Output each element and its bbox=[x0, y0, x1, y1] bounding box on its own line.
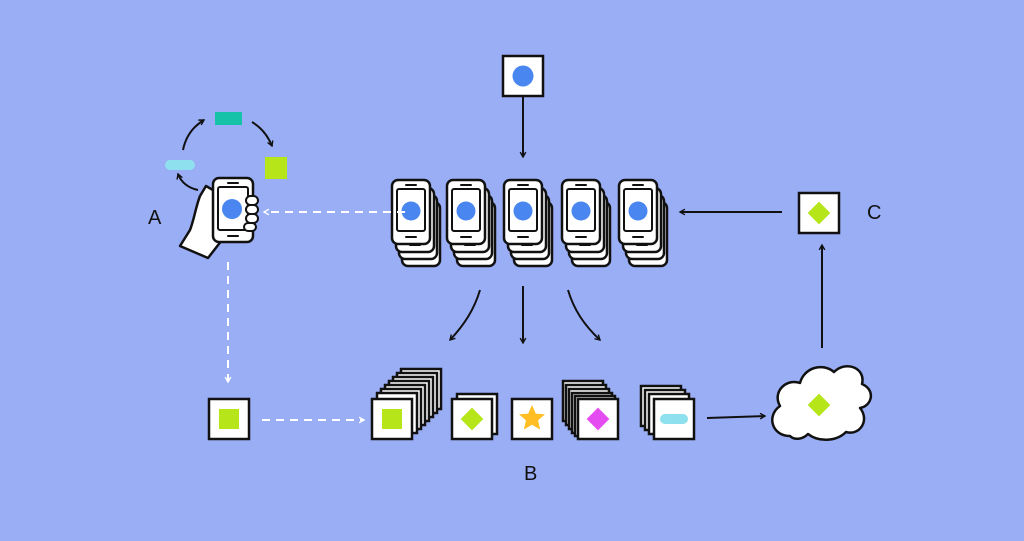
card-c bbox=[797, 191, 841, 235]
phone-stack-icon bbox=[562, 180, 610, 266]
star-icon bbox=[519, 405, 545, 430]
lime-chip bbox=[265, 157, 287, 179]
card-stack-icon bbox=[450, 392, 499, 441]
diamond-icon bbox=[586, 407, 610, 431]
input-card bbox=[501, 54, 545, 98]
phone-in-hand-icon bbox=[178, 176, 259, 260]
phone-stack-icon bbox=[392, 180, 440, 266]
cycle-arrows-icon bbox=[165, 112, 287, 191]
output-arrows bbox=[450, 286, 600, 343]
star-card bbox=[510, 397, 554, 441]
phone-stack-icon bbox=[504, 180, 552, 266]
local-card bbox=[207, 397, 251, 441]
cloud-icon bbox=[771, 365, 872, 441]
label-c: C bbox=[867, 202, 882, 224]
card-stack-icon bbox=[561, 379, 620, 441]
phone-stacks bbox=[392, 180, 667, 266]
label-a: A bbox=[148, 207, 162, 229]
cyan-chip bbox=[165, 160, 195, 170]
label-b: B bbox=[524, 463, 538, 485]
teal-chip bbox=[215, 112, 242, 125]
phone-stack-icon bbox=[619, 180, 667, 266]
arrow-to-cloud bbox=[706, 416, 765, 418]
card-stack-icon bbox=[370, 367, 443, 441]
phone-stack-icon bbox=[447, 180, 495, 266]
card-stack-icon bbox=[639, 384, 696, 441]
